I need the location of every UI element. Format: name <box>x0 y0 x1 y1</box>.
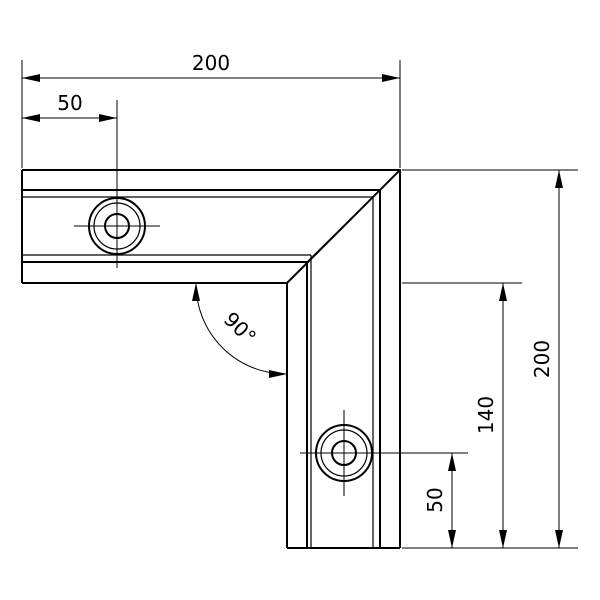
mitre-joint-line-inner <box>306 189 381 263</box>
mounting-hole-vertical-arm <box>300 410 468 496</box>
bracket-part <box>21 169 401 549</box>
dimension-overall-width-label: 200 <box>192 51 230 75</box>
dimension-inner-height-label: 140 <box>474 396 498 434</box>
dimension-angle-label: 90° <box>219 307 261 349</box>
dimension-hole-offset-x: 50 <box>22 91 117 122</box>
dimension-angle: 90° <box>192 282 288 378</box>
dimension-hole-offset-y-label: 50 <box>423 487 447 512</box>
dimension-overall-width: 200 <box>21 51 401 168</box>
dimension-hole-offset-x-label: 50 <box>57 91 82 115</box>
dimension-overall-height-label: 200 <box>530 340 554 378</box>
dimension-hole-offset-y: 50 <box>423 453 456 548</box>
mounting-hole-horizontal-arm <box>74 100 160 268</box>
dimension-inner-height: 140 <box>402 282 522 549</box>
